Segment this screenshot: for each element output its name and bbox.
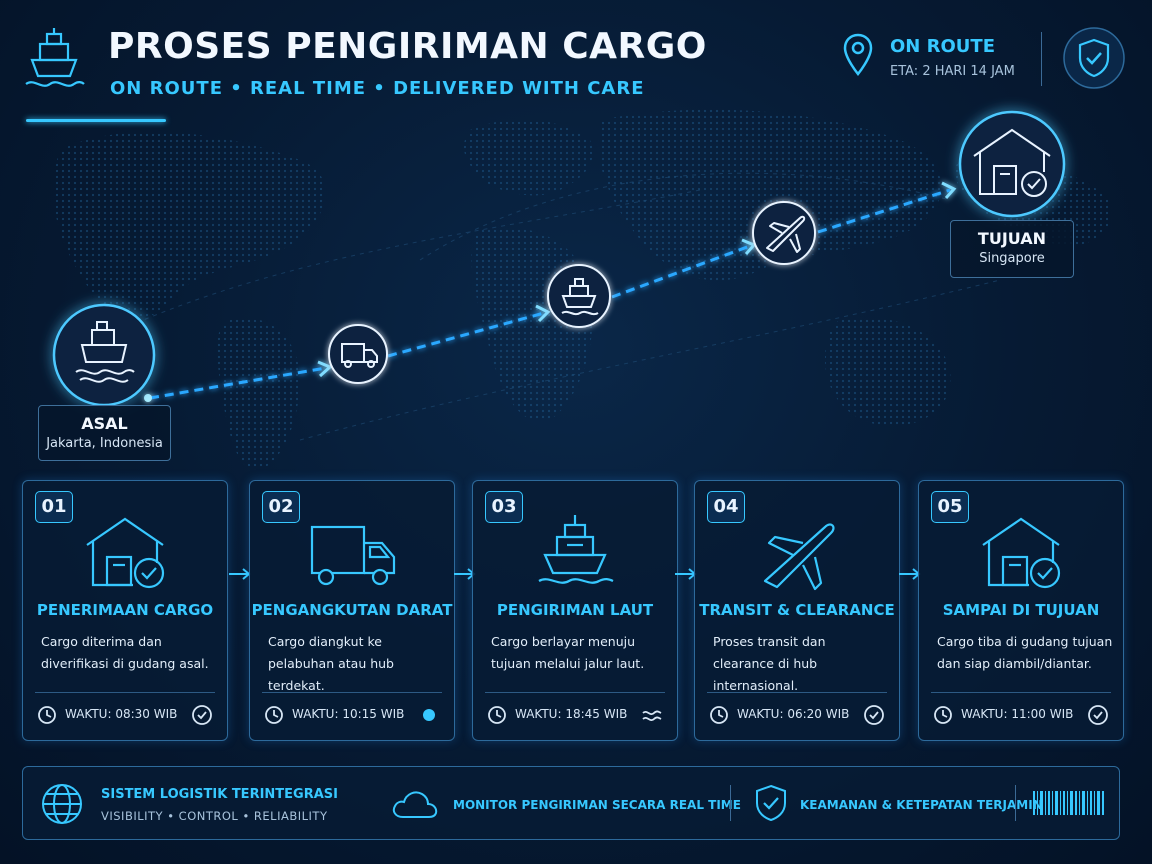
step-title: PENGIRIMAN LAUT — [496, 601, 654, 619]
check-circle-icon — [192, 705, 212, 725]
step-time: WAKTU: 08:30 WIB — [65, 707, 178, 721]
warehouse-check-icon — [86, 517, 165, 589]
origin-node[interactable] — [52, 303, 156, 407]
step-description: Cargo diterima dan diverifikasi di gudan… — [41, 634, 209, 671]
step-card-4[interactable]: 04 TRANSIT & CLEARANCE Proses transit da… — [694, 480, 900, 741]
waypoint-truck[interactable] — [328, 324, 388, 384]
barcode-icon — [1033, 791, 1104, 815]
status-eta: ETA: 2 HARI 14 JAM — [890, 64, 1015, 79]
header-underline — [26, 119, 166, 122]
warehouse-check-icon — [973, 128, 1051, 197]
clock-icon — [265, 706, 283, 724]
step-description: Cargo diangkut ke pelabuhan atau hub ter… — [268, 634, 394, 693]
step-divider — [485, 692, 665, 693]
warehouse-check-icon — [982, 517, 1061, 589]
footer-system-title: SISTEM LOGISTIK TERINTEGRASI — [101, 787, 338, 802]
step-divider — [707, 692, 887, 693]
step-title: TRANSIT & CLEARANCE — [699, 601, 895, 619]
step-card-3[interactable]: 03 PENGIRIMAN LAUT Cargo berlayar menuju… — [472, 480, 678, 741]
truck-icon — [310, 525, 396, 586]
footer-bar: SISTEM LOGISTIK TERINTEGRASI VISIBILITY … — [22, 766, 1120, 840]
step-time: WAKTU: 06:20 WIB — [737, 707, 850, 721]
page-subtitle: ON ROUTE • REAL TIME • DELIVERED WITH CA… — [110, 78, 645, 99]
step-description: Cargo berlayar menuju tujuan melalui jal… — [491, 634, 645, 671]
clock-icon — [38, 706, 56, 724]
clock-icon — [488, 706, 506, 724]
step-number: 04 — [707, 491, 745, 523]
status-title: ON ROUTE — [890, 36, 995, 57]
footer-monitor: MONITOR PENGIRIMAN SECARA REAL TIME — [453, 798, 741, 812]
step-title: PENERIMAAN CARGO — [36, 601, 214, 619]
location-pin-icon — [843, 33, 873, 76]
footer-divider — [1015, 785, 1016, 821]
check-circle-icon — [864, 705, 884, 725]
truck-icon — [341, 343, 378, 368]
step-number: 05 — [931, 491, 969, 523]
step-title: SAMPAI DI TUJUAN — [942, 601, 1100, 619]
origin-title: ASAL — [81, 414, 128, 433]
footer-security: KEAMANAN & KETEPATAN TERJAMIN — [800, 798, 1043, 812]
airplane-icon — [766, 215, 806, 253]
faint-route-lines — [119, 172, 1001, 441]
destination-node[interactable] — [958, 110, 1066, 218]
clock-icon — [934, 706, 952, 724]
step-card-2[interactable]: 02 PENGANGKUTAN DARAT Cargo diangkut ke … — [249, 480, 455, 741]
step-number: 03 — [485, 491, 523, 523]
step-divider — [262, 692, 442, 693]
ship-icon — [25, 28, 85, 87]
step-number: 02 — [262, 491, 300, 523]
step-divider — [35, 692, 215, 693]
step-title: PENGANGKUTAN DARAT — [251, 601, 453, 619]
step-number: 01 — [35, 491, 73, 523]
step-card-1[interactable]: 01 PENERIMAAN CARGO Cargo diterima dan d… — [22, 480, 228, 741]
ship-icon — [538, 515, 614, 584]
clock-icon — [710, 706, 728, 724]
footer-divider — [730, 785, 731, 821]
step-card-5[interactable]: 05 SAMPAI DI TUJUAN Cargo tiba di gudang… — [918, 480, 1124, 741]
wave-icon — [642, 710, 662, 722]
step-divider — [931, 692, 1111, 693]
destination-place: Singapore — [979, 251, 1045, 266]
origin-place: Jakarta, Indonesia — [46, 436, 163, 451]
step-description: Proses transit dan clearance di hub inte… — [713, 634, 826, 693]
step-time: WAKTU: 10:15 WIB — [292, 707, 405, 721]
origin-label: ASAL Jakarta, Indonesia — [38, 405, 171, 461]
step-description: Cargo tiba di gudang tujuan dan siap dia… — [937, 634, 1113, 671]
airplane-icon — [763, 523, 835, 591]
check-circle-icon — [1088, 705, 1108, 725]
globe-icon — [42, 784, 82, 824]
step-time: WAKTU: 18:45 WIB — [515, 707, 628, 721]
dot-icon — [423, 709, 435, 721]
cargo-ship-icon — [75, 321, 135, 383]
shield-check-icon — [756, 784, 786, 822]
shield-check-icon[interactable] — [1062, 26, 1126, 90]
ship-icon — [561, 278, 599, 316]
waypoint-ship[interactable] — [547, 264, 611, 328]
step-time: WAKTU: 11:00 WIB — [961, 707, 1074, 721]
cloud-icon — [392, 791, 438, 818]
status-divider — [1041, 32, 1042, 86]
destination-title: TUJUAN — [977, 229, 1047, 248]
route-line — [144, 181, 957, 402]
destination-label: TUJUAN Singapore — [950, 220, 1074, 278]
waypoint-airplane[interactable] — [752, 201, 816, 265]
footer-system-sub: VISIBILITY • CONTROL • RELIABILITY — [101, 809, 328, 823]
page-title: PROSES PENGIRIMAN CARGO — [108, 26, 707, 67]
